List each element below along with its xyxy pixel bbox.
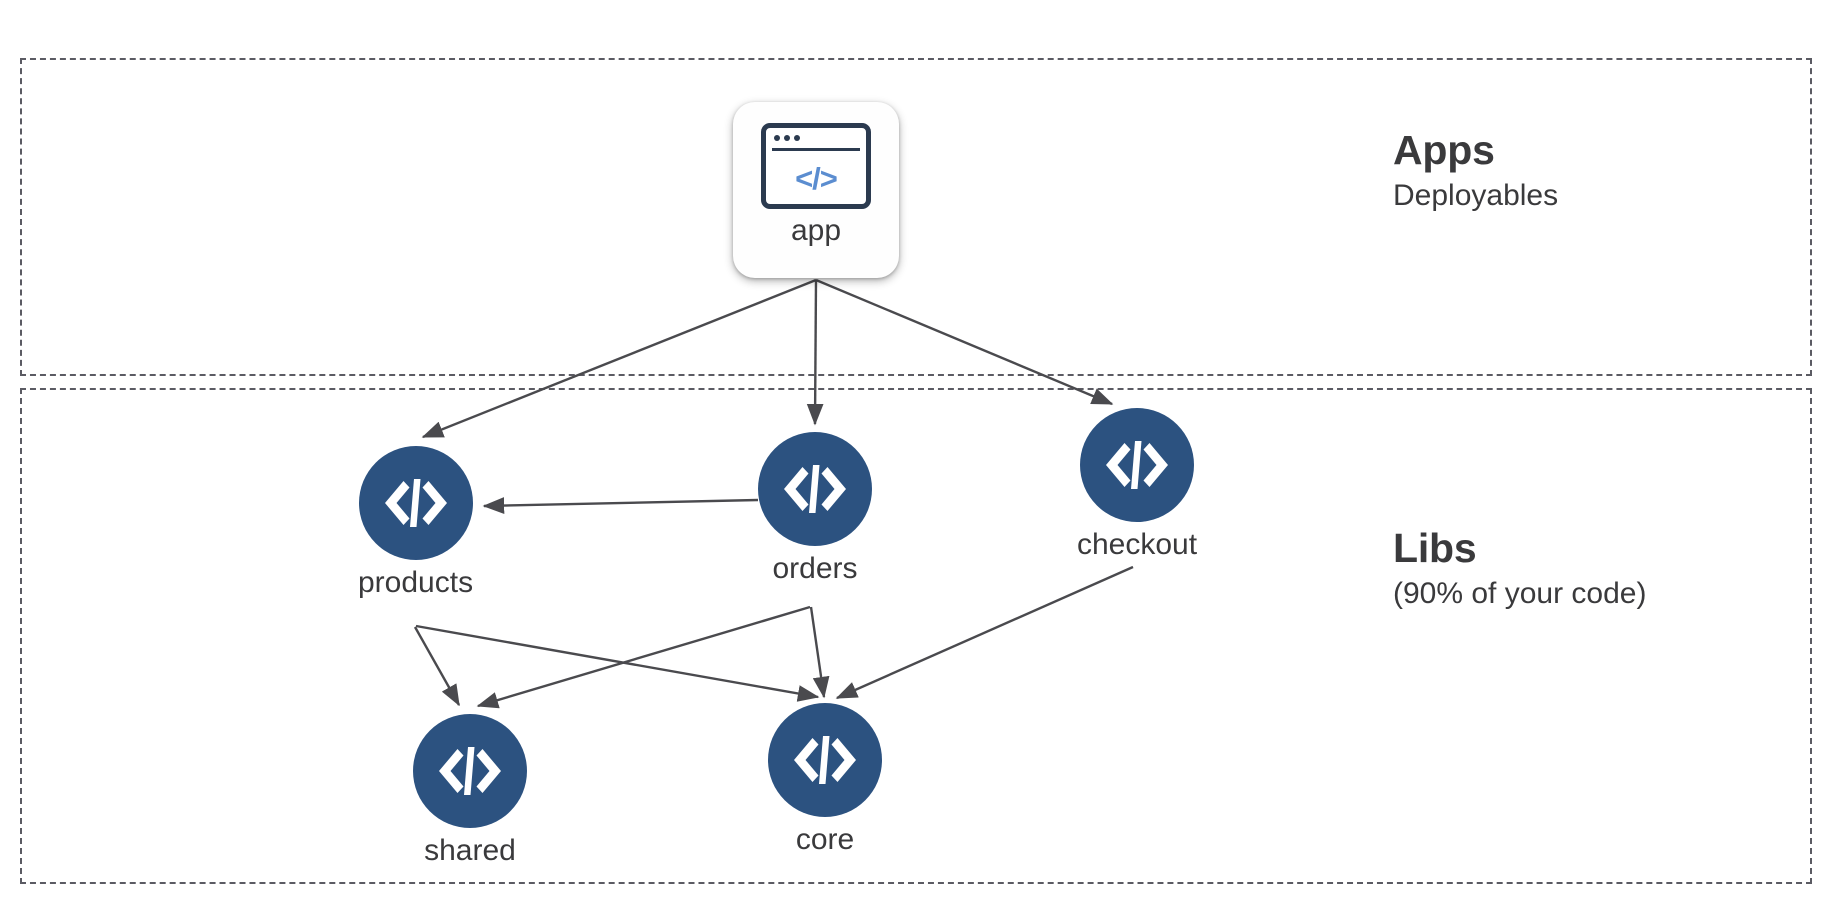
node-checkout[interactable]: checkout — [1077, 408, 1197, 561]
browser-dots-icon — [774, 135, 800, 141]
code-icon — [768, 703, 882, 817]
code-glyph: </> — [795, 161, 838, 196]
code-icon — [1080, 408, 1195, 522]
node-core-label: core — [795, 823, 855, 856]
code-icon — [358, 446, 473, 560]
node-orders[interactable]: orders — [758, 432, 872, 585]
node-products[interactable]: products — [358, 446, 473, 599]
zone-apps-legend: Apps Deployables — [1393, 127, 1559, 214]
browser-titlebar-rule — [772, 148, 860, 151]
code-icon — [413, 714, 527, 828]
zone-libs-title: Libs — [1393, 525, 1477, 571]
node-checkout-label: checkout — [1077, 528, 1198, 561]
node-shared[interactable]: shared — [413, 714, 527, 867]
node-core[interactable]: core — [768, 703, 882, 856]
zone-libs — [20, 388, 1812, 884]
node-app[interactable]: </> app — [733, 102, 899, 278]
zone-apps-title: Apps — [1393, 127, 1495, 173]
code-icon — [758, 432, 872, 546]
node-orders-label: orders — [772, 552, 858, 585]
browser-code-icon: </> — [761, 123, 871, 209]
zone-apps — [20, 58, 1812, 376]
zone-libs-subtitle: (90% of your code) — [1393, 576, 1647, 610]
zone-apps-subtitle: Deployables — [1393, 178, 1559, 212]
zone-libs-legend: Libs (90% of your code) — [1393, 525, 1647, 612]
node-shared-label: shared — [424, 834, 516, 867]
node-app-label: app — [790, 214, 842, 247]
node-products-label: products — [358, 566, 474, 599]
